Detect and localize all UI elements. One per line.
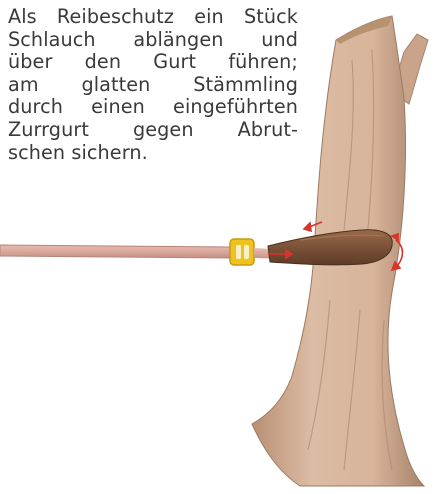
buckle	[230, 239, 254, 265]
strap	[0, 245, 232, 258]
